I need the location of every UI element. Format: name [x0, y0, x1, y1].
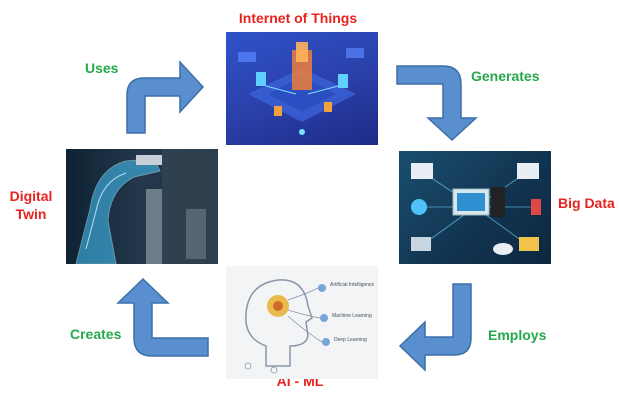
digital-twin-label-line2: Twin — [15, 206, 47, 222]
ml-inner-label: Machine Learning — [332, 313, 372, 319]
digital-twin-label-line1: Digital — [9, 188, 53, 204]
employs-label: Employs — [488, 327, 547, 343]
digital-twin-image — [66, 149, 218, 264]
ai-ml-illustration — [244, 279, 330, 374]
employs-arrow — [398, 283, 472, 372]
uses-arrow — [126, 60, 205, 134]
big-data-illustration — [411, 163, 541, 255]
generates-arrow — [396, 65, 478, 142]
digital-twin-label: Digital Twin — [6, 187, 56, 223]
big-data-image — [399, 151, 551, 264]
creates-label: Creates — [70, 326, 122, 342]
ai-ml-image: Artificial Intelligence Machine Learning… — [226, 266, 378, 379]
ai-inner-label: Artificial Intelligence — [330, 282, 375, 288]
iot-label: Internet of Things — [238, 10, 358, 26]
iot-image — [226, 32, 378, 145]
generates-label: Generates — [471, 68, 540, 84]
uses-label: Uses — [85, 60, 119, 76]
big-data-label: Big Data — [558, 195, 615, 211]
dl-inner-label: Deep Learning — [334, 337, 367, 343]
iot-illustration — [238, 42, 364, 135]
digital-twin-illustration — [75, 149, 218, 264]
creates-arrow — [116, 277, 209, 357]
